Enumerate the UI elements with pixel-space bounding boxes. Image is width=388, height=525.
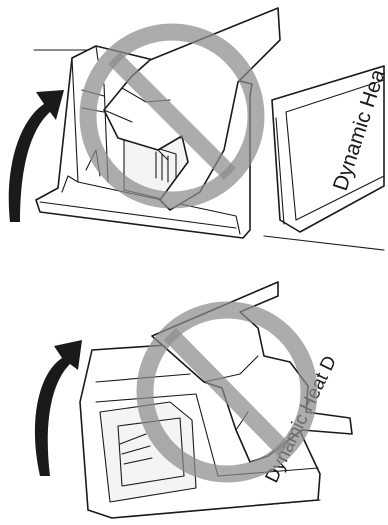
panel-top: Dynamic Hea bbox=[0, 0, 388, 262]
panel-bottom: Dynamic Heat D bbox=[0, 262, 388, 525]
curved-arrow-icon bbox=[35, 340, 82, 476]
